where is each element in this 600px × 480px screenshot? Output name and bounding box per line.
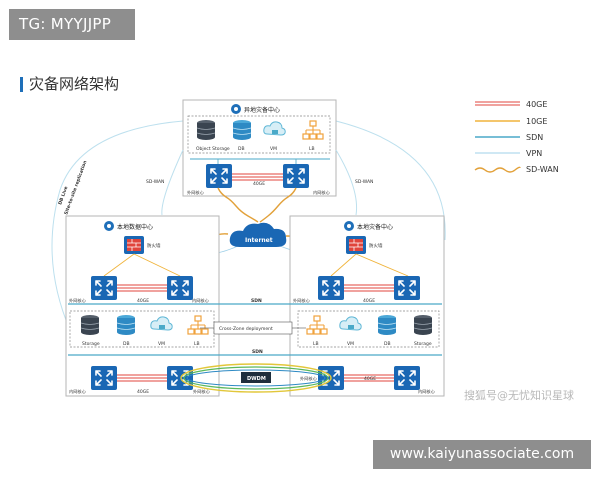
dr-bottom-link-label: 40GE: [364, 376, 376, 382]
remote-link-label: 40GE: [253, 181, 265, 187]
sdn-top-label: SDN: [251, 298, 262, 304]
local-bottom-left-label: 内网核心: [69, 388, 87, 395]
dwdm-box: [241, 372, 271, 383]
sdn-bottom-label: SDN: [252, 349, 263, 355]
remote-bottom-right: 内网核心: [313, 189, 331, 196]
dr-bottom-right-label: 内网核心: [418, 388, 436, 395]
dwdm-ring-blue: [186, 369, 326, 387]
legend-sdwan-label: SD-WAN: [526, 165, 559, 174]
remote-switch-left-icon: [205, 163, 233, 189]
remote-lb-label: LB: [309, 146, 315, 152]
remote-dr-center: 异地灾备中心 Object Storage DB VM LB 40GE 外网核心…: [182, 99, 337, 197]
dr-bottom-left-label: 外网核心: [300, 375, 318, 382]
legend-40ge: 40GE: [475, 100, 547, 109]
local-core-right-label: 内网核心: [192, 297, 210, 304]
sdwan-wave-remote-right: [259, 187, 297, 223]
legend: 40GE 10GE SDN VPN SD-WAN: [474, 100, 559, 174]
remote-db-label: DB: [238, 146, 245, 152]
local-storage-label: Storage: [82, 341, 100, 347]
dwdm-ring-green: [183, 366, 329, 390]
title-accent-bar: [20, 77, 23, 92]
dr-core-link-label: 40GE: [363, 298, 375, 304]
dr-db-icon: [377, 314, 397, 336]
arc-left-vpn: [51, 120, 184, 331]
sdwan-wave-remote-left: [217, 187, 259, 223]
local-db-icon: [116, 314, 136, 336]
dr-core-left-label: 外网核心: [293, 297, 311, 304]
local-core-switch-left-icon: [90, 275, 118, 301]
dwdm-label: DWDM: [247, 376, 266, 382]
remote-switch-right-icon: [282, 163, 310, 189]
legend-vpn-label: VPN: [526, 149, 542, 158]
local-bottom-switch-left-icon: [90, 365, 118, 391]
local-core-link-label: 40GE: [137, 298, 149, 304]
legend-40ge-label: 40GE: [526, 100, 547, 109]
local-data-center: 本地数据中心 防火墙 40GE 外网核心 内网核心 Storage DB VM …: [65, 215, 220, 397]
legend-sdn: SDN: [475, 133, 543, 142]
dr-db-label: DB: [384, 341, 391, 347]
local-db-label: DB: [123, 341, 130, 347]
dr-dc-title: 本地灾备中心: [357, 223, 393, 231]
dr-vm-label: VM: [347, 341, 354, 347]
local-core-switch-right-icon: [166, 275, 194, 301]
dr-storage-label: Storage: [414, 341, 432, 347]
local-storage-icon: [80, 314, 100, 336]
remote-bottom-left: 外网核心: [187, 189, 205, 196]
legend-sdn-label: SDN: [526, 133, 543, 142]
local-dc-title: 本地数据中心: [117, 223, 153, 231]
object-storage-icon: [196, 119, 216, 141]
cross-zone-label: Cross-Zone deployment: [219, 326, 273, 332]
local-core-left-label: 外网核心: [69, 297, 87, 304]
watermark-sohu: 搜狐号@无忧知识星球: [464, 389, 574, 402]
internet-label: Internet: [245, 237, 273, 244]
local-dr-center: 本地灾备中心 防火墙 40GE 外网核心 LB VM DB Storage 40…: [289, 215, 445, 397]
dwdm-ring-yellow: [180, 363, 332, 393]
dr-storage-icon: [413, 314, 433, 336]
legend-10ge: 10GE: [475, 117, 547, 126]
local-bottom-link-label: 40GE: [137, 389, 149, 395]
remote-storage-label: Object Storage: [196, 146, 230, 152]
local-bottom-right-label: 外网核心: [193, 388, 211, 395]
legend-vpn: VPN: [475, 149, 542, 158]
watermark-site: www.kaiyunassociate.com: [373, 440, 591, 469]
local-lb-label: LB: [194, 341, 200, 347]
dr-bottom-switch-right-icon: [393, 365, 421, 391]
sdwan-left-label: SD-WAN: [146, 179, 164, 185]
local-vm-label: VM: [158, 341, 165, 347]
dr-firewall-label: 防火墙: [369, 242, 383, 249]
watermark-tg: TG: MYYJJPP: [9, 9, 135, 40]
dr-firewall-icon: [345, 235, 367, 255]
dr-core-switch-right-icon: [393, 275, 421, 301]
legend-10ge-label: 10GE: [526, 117, 547, 126]
sdwan-right-label: SD-WAN: [355, 179, 373, 185]
local-firewall-label: 防火墙: [147, 242, 161, 249]
legend-sdwan: SD-WAN: [474, 165, 559, 174]
dr-lb-label: LB: [313, 341, 319, 347]
page-title: 灾备网络架构: [29, 75, 120, 93]
internet-cloud: Internet: [229, 222, 287, 247]
local-bottom-switch-right-icon: [166, 365, 194, 391]
remote-dc-title: 异地灾备中心: [244, 106, 280, 114]
local-firewall-icon: [123, 235, 145, 255]
dr-core-switch-left-icon: [317, 275, 345, 301]
remote-vm-label: VM: [270, 146, 277, 152]
db-icon: [232, 119, 252, 141]
